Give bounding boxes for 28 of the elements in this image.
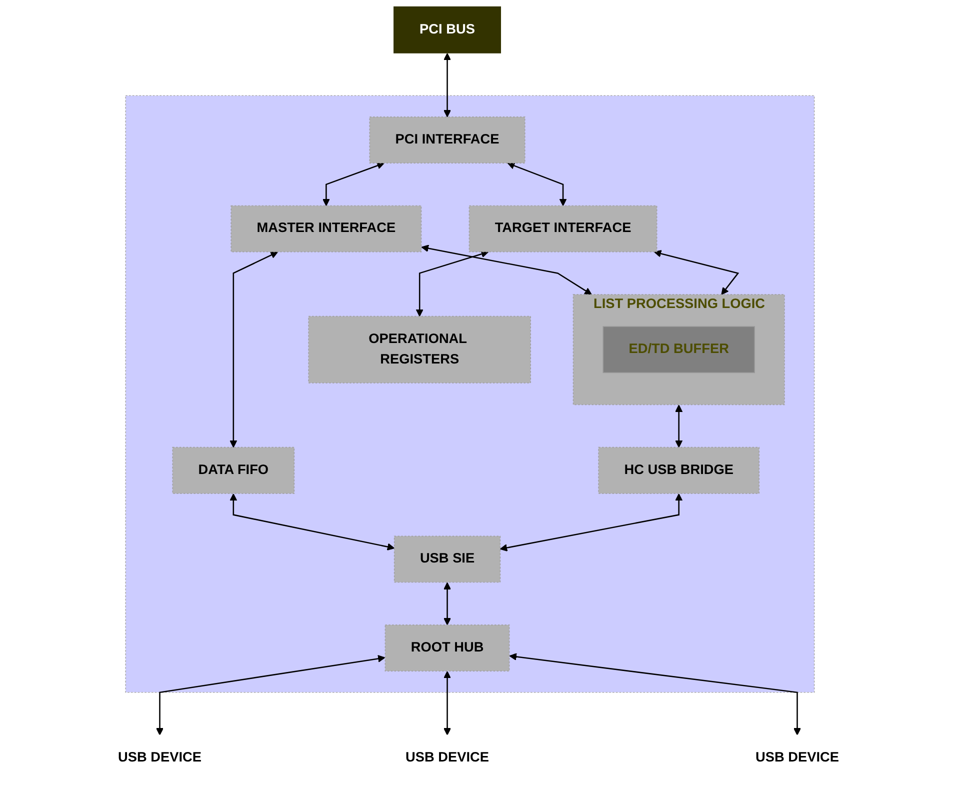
arrow xyxy=(509,653,801,736)
arrow xyxy=(444,582,452,626)
arrow xyxy=(416,250,489,317)
node-box: MASTER INTERFACE xyxy=(230,205,422,252)
node-text: USB DEVICE xyxy=(406,750,490,765)
arrow xyxy=(230,252,278,448)
node-text: USB DEVICE xyxy=(118,750,202,765)
node-box: OPERATIONAL REGISTERS xyxy=(308,316,532,384)
node-box: PCI BUS xyxy=(394,6,502,54)
node-box: ROOT HUB xyxy=(384,624,510,672)
node-box: ED/TD BUFFER xyxy=(602,326,755,374)
arrow xyxy=(654,250,740,295)
arrow xyxy=(156,654,386,736)
arrow xyxy=(500,493,683,552)
node-box: PCI INTERFACE xyxy=(369,116,526,164)
arrow xyxy=(675,404,683,448)
node-box: HC USB BRIDGE xyxy=(598,446,760,494)
cluster xyxy=(125,95,815,693)
arrow xyxy=(444,671,452,736)
arrow xyxy=(230,493,395,550)
node-box: USB SIE xyxy=(394,536,501,583)
node-text: USB DEVICE xyxy=(755,750,839,765)
arrow xyxy=(507,162,567,206)
node-box: DATA FIFO xyxy=(172,446,295,494)
arrow xyxy=(421,244,592,295)
arrow xyxy=(444,52,452,118)
arrow xyxy=(322,162,384,206)
node-box: TARGET INTERFACE xyxy=(468,205,658,252)
